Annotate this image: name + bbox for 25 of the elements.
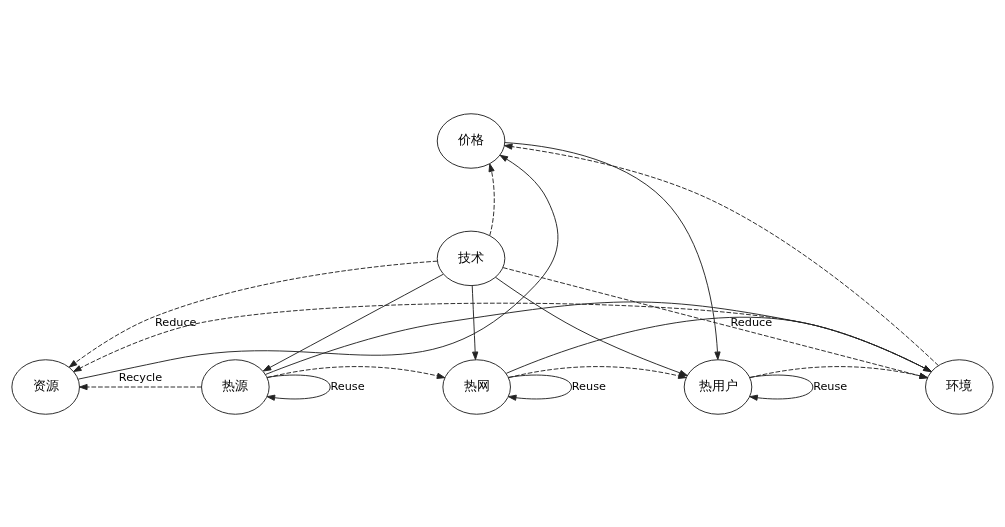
arrow — [73, 302, 932, 372]
node-ellipse: 热用户 — [683, 358, 753, 415]
edge-label: Reuse — [330, 379, 365, 393]
arrow — [262, 273, 444, 372]
node-ellipse: 技术 — [436, 230, 506, 286]
arrow — [488, 162, 495, 236]
node-ellipse: 价格 — [436, 112, 506, 169]
arrow — [508, 374, 572, 401]
edge-label: Reuse — [813, 379, 848, 393]
edge-label: Reuse — [571, 379, 606, 393]
arrow — [77, 154, 559, 380]
arrow — [79, 383, 202, 390]
arrow — [471, 284, 479, 360]
arrow — [68, 260, 438, 368]
arrow — [749, 374, 814, 401]
edge-label: Recycle — [118, 370, 163, 384]
arrow — [266, 374, 331, 401]
arrow — [266, 365, 446, 379]
arrow — [504, 141, 721, 360]
arrow — [749, 365, 928, 379]
edge-label: Reduce — [730, 315, 773, 329]
node-ellipse: 热网 — [442, 358, 511, 415]
node-ellipse: 环境 — [925, 358, 994, 415]
edge-label: Reduce — [154, 315, 197, 329]
arrow — [504, 143, 939, 366]
